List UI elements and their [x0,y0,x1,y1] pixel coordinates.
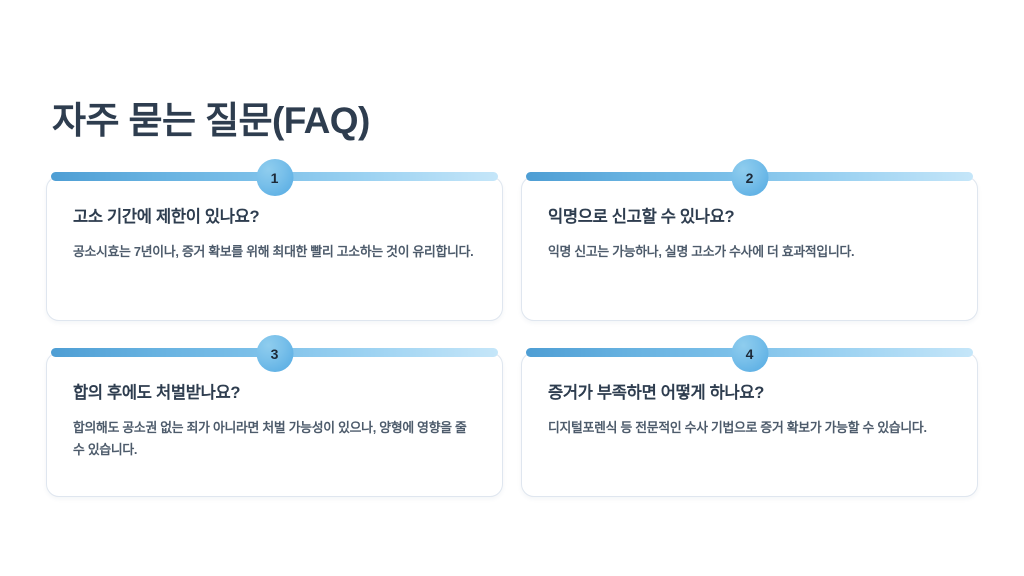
card-number-badge: 3 [256,335,293,372]
faq-answer: 디지털포렌식 등 전문적인 수사 기법으로 증거 확보가 가능할 수 있습니다. [548,420,927,436]
card-number-badge: 4 [731,335,768,372]
faq-answer: 익명 신고는 가능하나, 실명 고소가 수사에 더 효과적입니다. [548,244,855,260]
faq-card[interactable]: 4 증거가 부족하면 어떻게 하나요? 디지털포렌식 등 전문적인 수사 기법으… [521,335,978,497]
faq-question: 익명으로 신고할 수 있나요? [548,208,735,226]
faq-card[interactable]: 2 익명으로 신고할 수 있나요? 익명 신고는 가능하나, 실명 고소가 수사… [521,159,978,321]
faq-question: 고소 기간에 제한이 있나요? [73,208,260,226]
faq-question: 합의 후에도 처벌받나요? [73,384,241,402]
faq-answer: 공소시효는 7년이나, 증거 확보를 위해 최대한 빨리 고소하는 것이 유리합… [73,244,474,260]
faq-answer: 합의해도 공소권 없는 죄가 아니라면 처벌 가능성이 있으나, 양형에 영향을… [73,420,467,458]
faq-card[interactable]: 1 고소 기간에 제한이 있나요? 공소시효는 7년이나, 증거 확보를 위해 … [46,159,503,321]
faq-card[interactable]: 3 합의 후에도 처벌받나요? 합의해도 공소권 없는 죄가 아니라면 처벌 가… [46,335,503,497]
page-title: 자주 묻는 질문(FAQ) [52,99,370,141]
card-number-badge: 1 [256,159,293,196]
faq-question: 증거가 부족하면 어떻게 하나요? [548,384,765,402]
faq-card-grid: 1 고소 기간에 제한이 있나요? 공소시효는 7년이나, 증거 확보를 위해 … [46,159,978,502]
card-number-badge: 2 [731,159,768,196]
